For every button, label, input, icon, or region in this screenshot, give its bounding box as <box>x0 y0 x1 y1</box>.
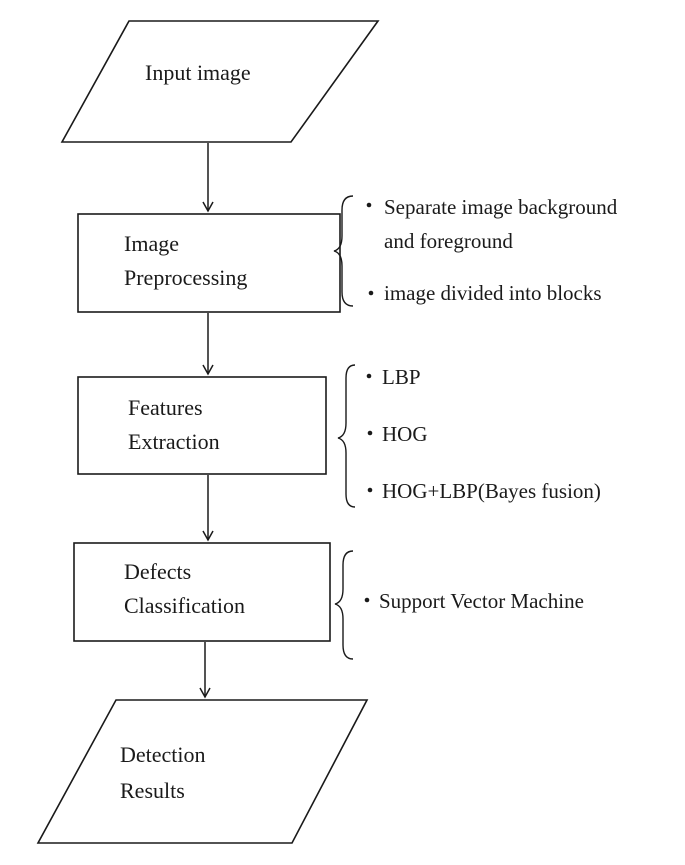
node-input: Input image <box>60 20 380 143</box>
annotation-classification-item-1: Support Vector Machine <box>379 589 584 613</box>
node-results-label-2: Results <box>120 778 185 803</box>
node-classification: Defects Classification <box>73 542 331 642</box>
annotation-extraction: LBP HOG HOG+LBP(Bayes fusion) <box>337 364 601 508</box>
annotation-extraction-item-3: HOG+LBP(Bayes fusion) <box>382 479 601 503</box>
bullet-classification-1 <box>364 597 370 603</box>
bullet-extraction-2 <box>367 430 373 436</box>
bullet-extraction-3 <box>367 487 373 493</box>
node-classification-label-1: Defects <box>124 559 191 584</box>
bullet-preprocessing-1 <box>366 202 372 208</box>
annotation-preprocessing-item-1: Separate image background <box>384 195 618 219</box>
node-extraction: Features Extraction <box>77 376 327 475</box>
annotation-preprocessing-item-2: image divided into blocks <box>384 281 602 305</box>
annotation-extraction-item-1: LBP <box>382 365 421 389</box>
node-results: Detection Results <box>36 699 369 844</box>
node-extraction-label-2: Extraction <box>128 429 220 454</box>
annotation-extraction-item-2: HOG <box>382 422 428 446</box>
node-results-label-1: Detection <box>120 742 206 767</box>
node-extraction-label-1: Features <box>128 395 203 420</box>
bullet-extraction-1 <box>366 373 372 379</box>
brace-extraction <box>337 364 356 508</box>
node-input-label-1: Input image <box>145 60 251 85</box>
brace-classification <box>334 550 354 660</box>
node-preprocessing-label-2: Preprocessing <box>124 265 247 290</box>
annotation-preprocessing: Separate image background and foreground… <box>333 195 618 307</box>
annotation-classification: Support Vector Machine <box>334 550 584 660</box>
bullet-preprocessing-2 <box>368 290 374 296</box>
node-preprocessing-label-1: Image <box>124 231 179 256</box>
node-preprocessing: Image Preprocessing <box>77 213 341 313</box>
node-classification-label-2: Classification <box>124 593 245 618</box>
brace-preprocessing <box>333 195 354 307</box>
annotation-preprocessing-item-1-cont: and foreground <box>384 229 513 253</box>
